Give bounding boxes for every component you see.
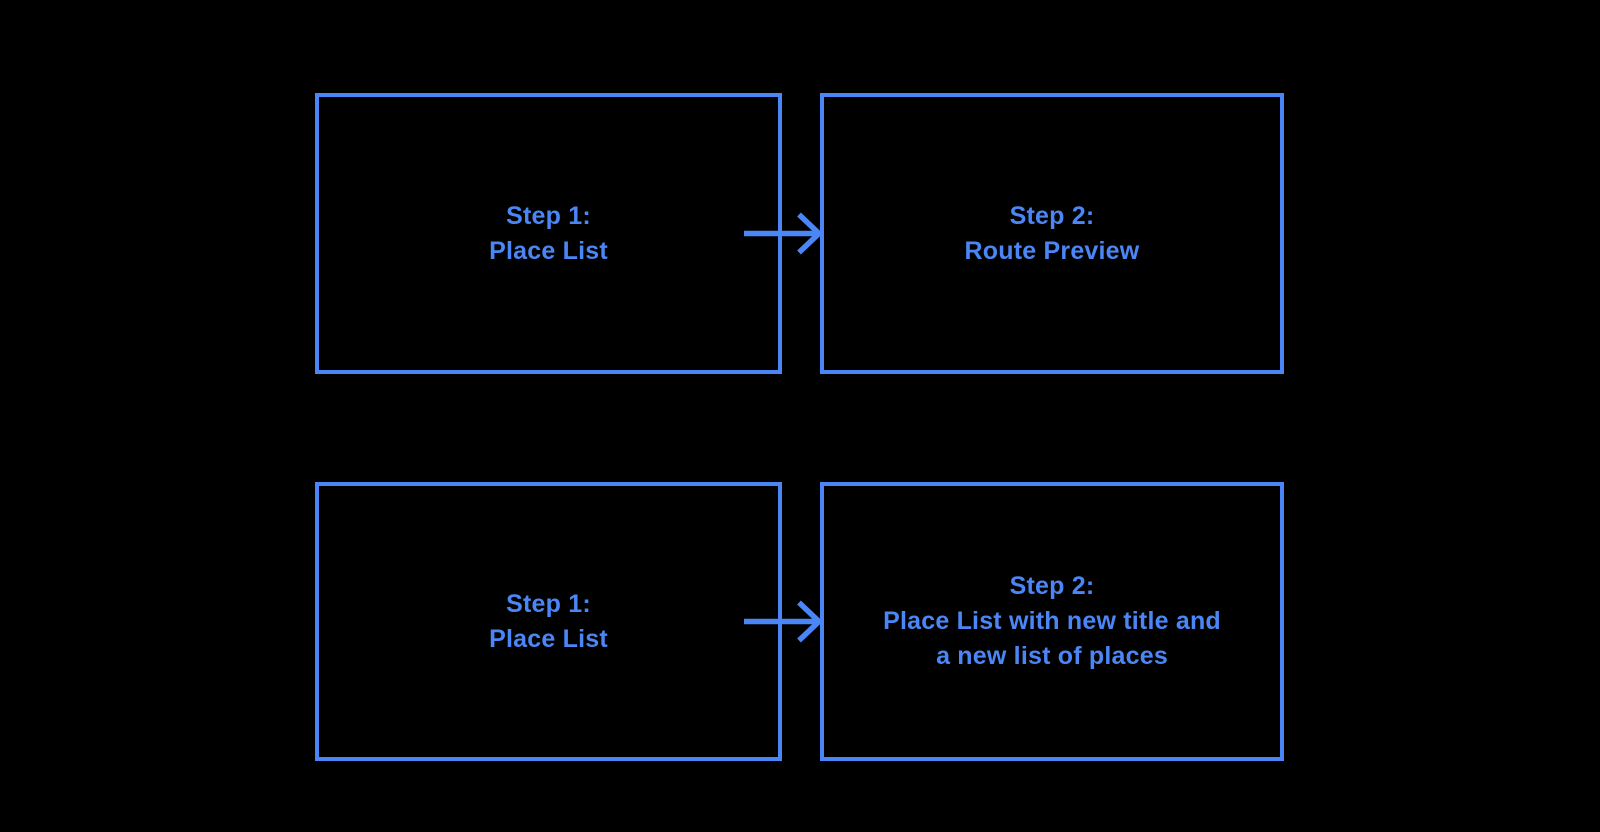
- flow1-step1-box: Step 1: Place List: [315, 93, 782, 374]
- arrow-right-icon: [744, 600, 823, 643]
- flow2-step1-label: Step 1: Place List: [489, 589, 608, 653]
- flow2-step2-label: Step 2: Place List with new title and a …: [883, 572, 1221, 670]
- flow1-step1-label: Step 1: Place List: [489, 201, 608, 265]
- flow2-step1-box: Step 1: Place List: [315, 482, 782, 761]
- flow1-step2-box: Step 2: Route Preview: [820, 93, 1284, 374]
- flow2-step2-box: Step 2: Place List with new title and a …: [820, 482, 1284, 761]
- flow1-step2-label: Step 2: Route Preview: [964, 201, 1140, 265]
- arrow-right-icon: [744, 212, 823, 255]
